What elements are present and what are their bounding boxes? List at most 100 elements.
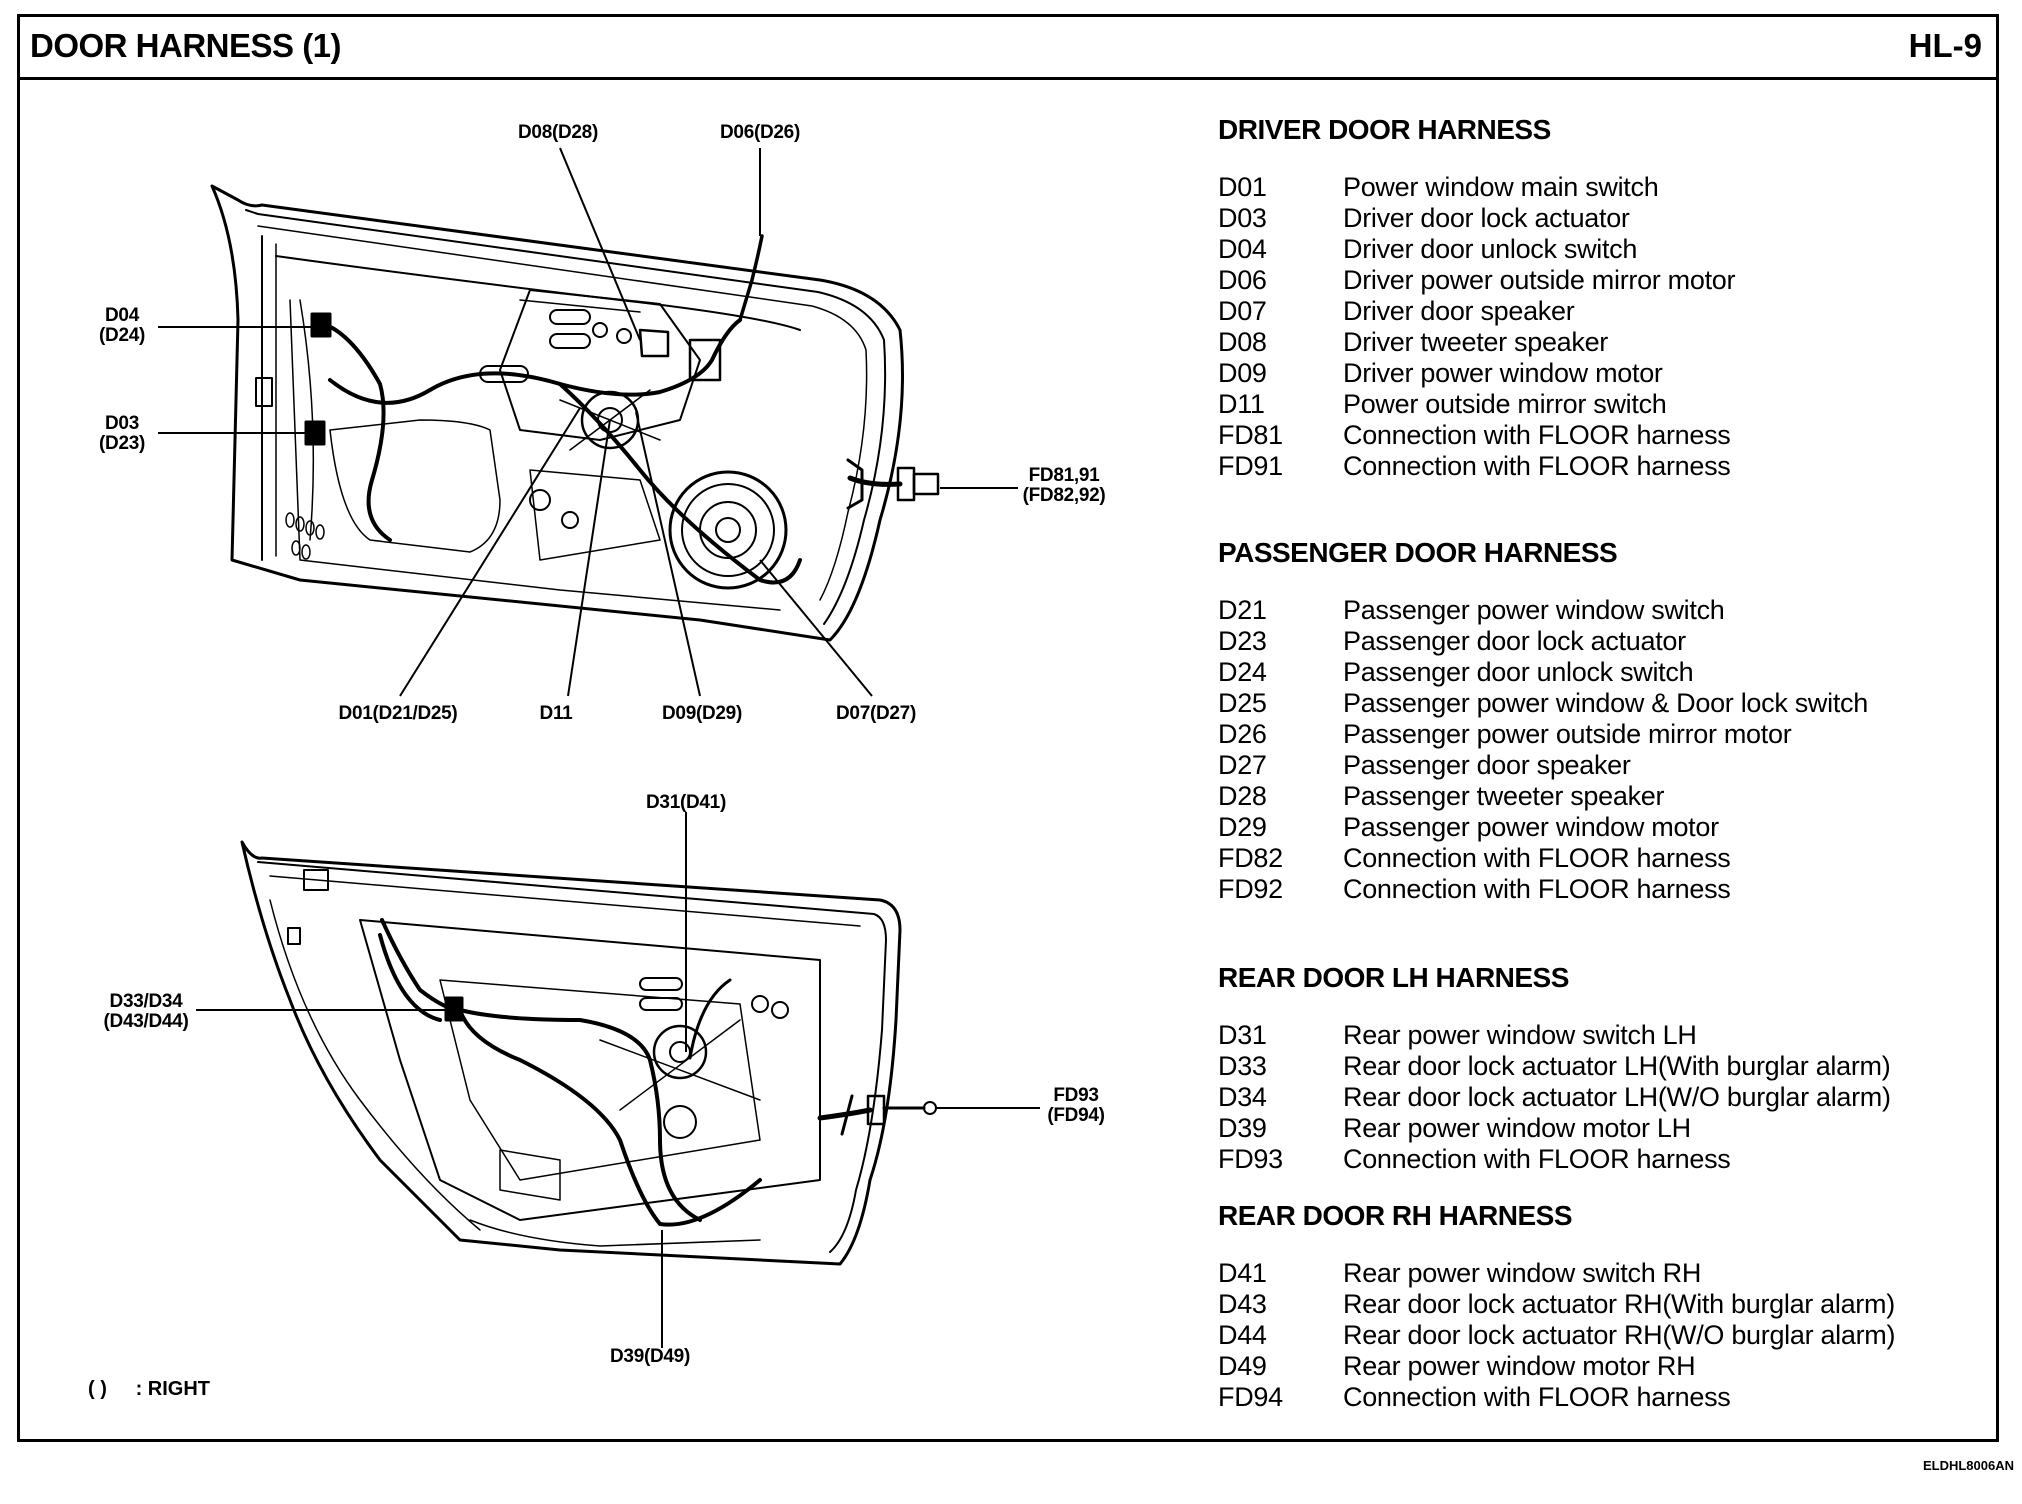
component-code: D24 bbox=[1218, 657, 1267, 687]
component-code: D26 bbox=[1218, 719, 1267, 749]
component-row: D11 Power outside mirror switch bbox=[1218, 389, 1735, 420]
label-fd93-primary: FD93 bbox=[1053, 1085, 1099, 1106]
component-row: D41 Rear power window switch RH bbox=[1218, 1258, 1895, 1289]
front-leader-lines bbox=[158, 147, 1018, 697]
label-d33-primary: D33/D34 bbox=[109, 991, 183, 1012]
rear-leader-lines bbox=[196, 812, 1040, 1348]
label-d07: D07(D27) bbox=[836, 703, 916, 724]
section-title: REAR DOOR LH HARNESS bbox=[1218, 962, 1569, 993]
component-description: Driver door lock actuator bbox=[1343, 203, 1630, 233]
label-d04: D04 (D24) bbox=[99, 306, 145, 346]
component-code: D01 bbox=[1218, 172, 1267, 202]
section-title: REAR DOOR RH HARNESS bbox=[1218, 1200, 1573, 1231]
legend: ( ) : RIGHT bbox=[88, 1378, 210, 1401]
component-code: D27 bbox=[1218, 750, 1267, 780]
component-row: D44 Rear door lock actuator RH(W/O burgla… bbox=[1218, 1320, 1895, 1351]
component-code: D28 bbox=[1218, 781, 1267, 811]
component-description: Rear power window switch RH bbox=[1343, 1258, 1702, 1288]
label-d03: D03 (D23) bbox=[99, 414, 145, 454]
label-d31: D31(D41) bbox=[646, 792, 726, 813]
label-d01: D01(D21/D25) bbox=[338, 703, 458, 724]
component-code: D09 bbox=[1218, 358, 1267, 388]
component-description: Driver door speaker bbox=[1343, 296, 1575, 326]
component-description: Rear door lock actuator LH(With burglar … bbox=[1343, 1051, 1891, 1081]
component-description: Driver power outside mirror motor bbox=[1343, 265, 1736, 295]
section-rear-lh: REAR DOOR LH HARNESS D31 Rear power windo… bbox=[1218, 962, 1891, 1175]
component-code: FD94 bbox=[1218, 1382, 1283, 1412]
label-fd81-primary: FD81,91 bbox=[1028, 465, 1100, 486]
page-frame: DOOR HARNESS (1) HL-9 bbox=[17, 14, 1999, 1442]
label-d11: D11 bbox=[539, 703, 573, 724]
component-code: D33 bbox=[1218, 1051, 1267, 1081]
label-d04-primary: D04 bbox=[105, 305, 139, 326]
component-code: FD92 bbox=[1218, 874, 1283, 904]
component-description: Rear power window switch LH bbox=[1343, 1020, 1697, 1050]
component-description: Connection with FLOOR harness bbox=[1343, 1382, 1731, 1412]
component-code: D03 bbox=[1218, 203, 1267, 233]
component-code: FD82 bbox=[1218, 843, 1283, 873]
component-code: D04 bbox=[1218, 234, 1267, 264]
front-door-illustration bbox=[210, 184, 940, 642]
front-door-outline bbox=[210, 184, 904, 642]
component-description: Connection with FLOOR harness bbox=[1343, 451, 1731, 481]
component-code: FD93 bbox=[1218, 1144, 1283, 1174]
component-code: D34 bbox=[1218, 1082, 1267, 1112]
component-row: D28 Passenger tweeter speaker bbox=[1218, 781, 1868, 812]
component-row: D23 Passenger door lock actuator bbox=[1218, 626, 1868, 657]
component-description: Passenger power outside mirror motor bbox=[1343, 719, 1792, 749]
component-description: Driver power window motor bbox=[1343, 358, 1663, 388]
section-title: PASSENGER DOOR HARNESS bbox=[1218, 537, 1618, 568]
component-code: D39 bbox=[1218, 1113, 1267, 1143]
label-d09: D09(D29) bbox=[662, 703, 742, 724]
component-code: D31 bbox=[1218, 1020, 1267, 1050]
component-code: D23 bbox=[1218, 626, 1267, 656]
component-row: D07 Driver door speaker bbox=[1218, 296, 1735, 327]
label-d06: D06(D26) bbox=[720, 122, 800, 143]
component-description: Driver tweeter speaker bbox=[1343, 327, 1608, 357]
rear-door-illustration bbox=[240, 840, 937, 1266]
component-description: Rear door lock actuator RH(With burglar … bbox=[1343, 1289, 1895, 1319]
component-code: D21 bbox=[1218, 595, 1267, 625]
component-description: Connection with FLOOR harness bbox=[1343, 420, 1731, 450]
component-description: Rear door lock actuator LH(W/O burglar a… bbox=[1343, 1082, 1891, 1112]
label-fd93-right: (FD94) bbox=[1047, 1105, 1105, 1126]
component-code: D44 bbox=[1218, 1320, 1267, 1350]
component-code: D08 bbox=[1218, 327, 1267, 357]
component-description: Driver door unlock switch bbox=[1343, 234, 1638, 264]
figure-code: ELDHL8006AN bbox=[1922, 1458, 2014, 1473]
component-description: Passenger power window motor bbox=[1343, 812, 1719, 842]
component-row: D34 Rear door lock actuator LH(W/O burgla… bbox=[1218, 1082, 1891, 1113]
component-code: D11 bbox=[1218, 389, 1265, 419]
page-title: DOOR HARNESS (1) bbox=[30, 27, 342, 64]
component-code: D07 bbox=[1218, 296, 1267, 326]
component-description: Rear door lock actuator RH(W/O burglar a… bbox=[1343, 1320, 1896, 1350]
component-row: D27 Passenger door speaker bbox=[1218, 750, 1868, 781]
label-fd81-right: (FD82,92) bbox=[1022, 485, 1106, 506]
component-description: Passenger door lock actuator bbox=[1343, 626, 1686, 656]
legend-text: : RIGHT bbox=[135, 1378, 210, 1400]
component-description: Passenger tweeter speaker bbox=[1343, 781, 1665, 811]
component-description: Power outside mirror switch bbox=[1343, 389, 1667, 419]
component-row: D06 Driver power outside mirror motor bbox=[1218, 265, 1736, 296]
component-code: D41 bbox=[1218, 1258, 1267, 1288]
component-row: D31 Rear power window switch LH bbox=[1218, 1020, 1891, 1051]
component-code: D06 bbox=[1218, 265, 1267, 295]
component-description: Power window main switch bbox=[1343, 172, 1659, 202]
component-description: Passenger door speaker bbox=[1343, 750, 1631, 780]
label-d04-right: (D24) bbox=[98, 325, 146, 346]
label-d03-right: (D23) bbox=[98, 433, 146, 454]
label-d08: D08(D28) bbox=[518, 122, 598, 143]
